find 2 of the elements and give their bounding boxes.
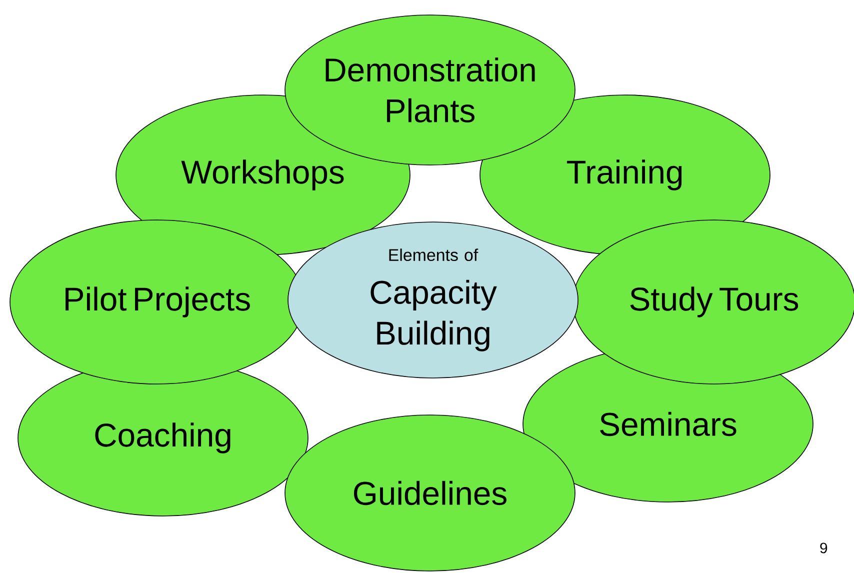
node-label: Study Tours	[630, 286, 798, 318]
page-number: 9	[820, 542, 828, 554]
